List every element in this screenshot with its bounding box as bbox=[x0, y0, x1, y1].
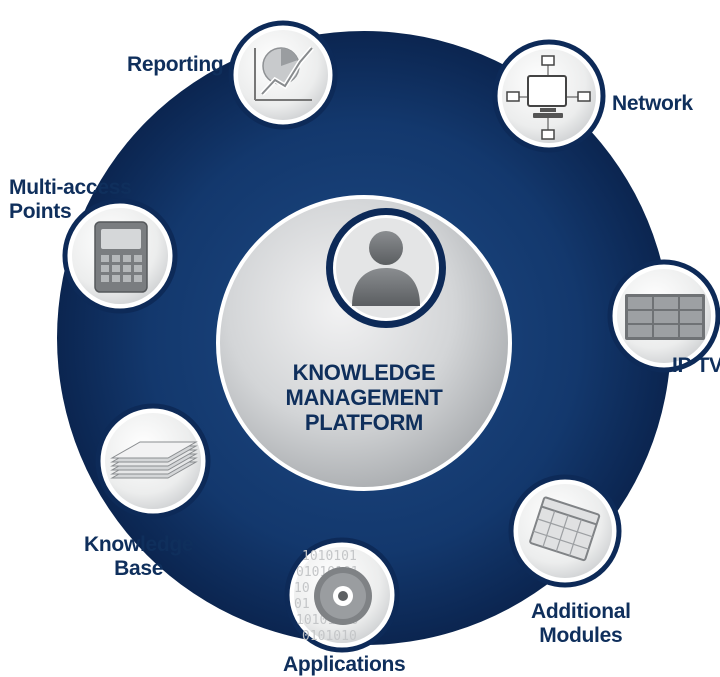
center-hub bbox=[216, 195, 512, 491]
chart-icon bbox=[254, 46, 314, 101]
svg-text:1010101: 1010101 bbox=[302, 549, 357, 564]
documents-icon bbox=[110, 441, 198, 479]
center-title-line2: MANAGEMENT bbox=[285, 385, 443, 410]
additional-modules-label-line1: Additional bbox=[531, 600, 631, 623]
knowledge-base-node[interactable] bbox=[95, 403, 211, 519]
disc-icon bbox=[314, 567, 372, 625]
center-title-line3: PLATFORM bbox=[304, 410, 424, 435]
additional-modules-node[interactable] bbox=[508, 474, 622, 588]
reporting-node[interactable] bbox=[228, 20, 338, 130]
reporting-label: Reporting bbox=[127, 53, 224, 76]
network-icon bbox=[506, 55, 591, 140]
applications-node[interactable]: 1010101 01010101 10 10 01 01 10101010 01… bbox=[284, 537, 400, 653]
multi-access-points-label-line2: Points bbox=[9, 200, 72, 223]
multi-access-points-label-line1: Multi-access bbox=[9, 176, 132, 199]
knowledge-base-label: Knowledge Base bbox=[84, 533, 194, 581]
knowledge-base-label-line2: Base bbox=[114, 557, 164, 580]
multi-access-points-node[interactable] bbox=[62, 198, 178, 314]
calculator-icon bbox=[94, 221, 148, 293]
knowledge-base-label-line1: Knowledge bbox=[84, 533, 194, 556]
additional-modules-label: Additional Modules bbox=[531, 600, 631, 648]
svg-text:0101010: 0101010 bbox=[302, 629, 357, 644]
multi-access-points-label: Multi-access Points bbox=[9, 176, 132, 224]
applications-label: Applications bbox=[283, 653, 406, 676]
user-icon bbox=[326, 208, 446, 328]
iptv-label: IP TV bbox=[672, 354, 720, 377]
calendar-icon bbox=[529, 496, 601, 562]
center-title-line1: KNOWLEDGE bbox=[292, 360, 436, 385]
additional-modules-label-line2: Modules bbox=[539, 624, 623, 647]
tv-icon bbox=[625, 294, 705, 340]
center-title: KNOWLEDGE MANAGEMENT PLATFORM bbox=[264, 360, 464, 435]
iptv-node[interactable] bbox=[607, 259, 720, 373]
network-label: Network bbox=[612, 92, 693, 115]
network-node[interactable] bbox=[492, 39, 606, 153]
